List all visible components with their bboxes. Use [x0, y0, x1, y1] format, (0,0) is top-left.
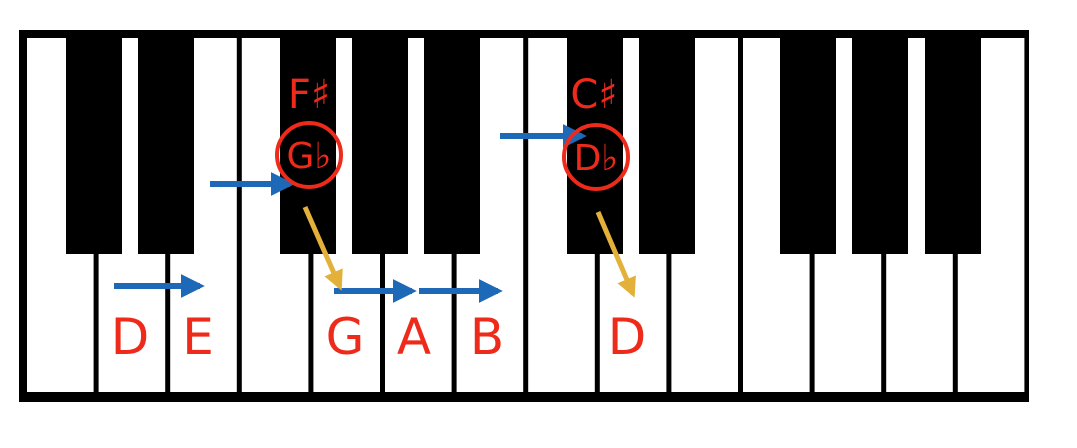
note-label-a: A — [397, 308, 431, 366]
black-key — [66, 30, 122, 254]
flat-circle-gb — [275, 121, 343, 189]
sharp-label-csharp: C♯ — [570, 72, 617, 118]
sharp-label-fsharp: F♯ — [288, 72, 330, 118]
black-keys — [66, 30, 981, 254]
black-key — [138, 30, 194, 254]
arrow-gb-to-g — [302, 205, 343, 291]
black-key — [780, 30, 836, 254]
note-label-d: D — [111, 308, 150, 366]
black-key — [639, 30, 695, 254]
black-key — [852, 30, 908, 254]
black-key — [925, 30, 981, 254]
flat-label-gb: G♭ — [287, 136, 332, 177]
flat-circle-db — [562, 123, 630, 191]
note-label-e: E — [182, 308, 214, 366]
note-label-g: G — [326, 308, 365, 366]
note-label-d-high: D — [608, 308, 647, 366]
black-key — [352, 30, 408, 254]
flat-label-db: D♭ — [574, 138, 619, 179]
arrow-db-to-d — [595, 211, 636, 298]
black-key — [424, 30, 480, 254]
note-label-b: B — [470, 308, 504, 366]
